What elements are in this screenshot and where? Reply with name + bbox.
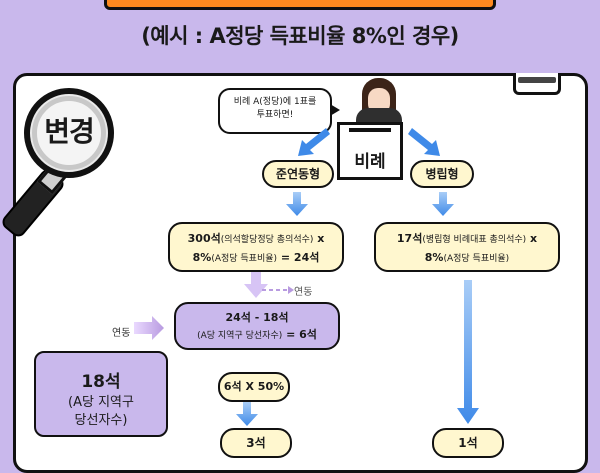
- deduction-box: 24석 - 18석 (A당 지역구 당선자수) = 6석: [174, 302, 340, 350]
- arrow-link-right: [134, 316, 164, 340]
- parallel-formula: 17석(병립형 비례대표 총의석수) x 8%(A정당 득표비율): [374, 222, 560, 272]
- ballot-slot: [349, 128, 391, 132]
- district-seats-box: 18석 (A당 지역구 당선자수): [34, 351, 168, 437]
- semi-linked-formula-line-1: 300석(의석할당정당 총의석수) x: [187, 232, 325, 245]
- card-tab-bar: [518, 77, 556, 83]
- semi-linked-formula: 300석(의석할당정당 총의석수) x 8%(A정당 득표비율) = 24석: [168, 222, 344, 272]
- link-label-top: 연동: [294, 287, 313, 298]
- deduction-line-2: (A당 지역구 당선자수) = 6석: [197, 328, 317, 341]
- arrow-to-parallel: [408, 128, 440, 156]
- semi-linked-formula-line-2: 8%(A정당 득표비율) = 24석: [192, 251, 320, 264]
- title-banner: [104, 0, 496, 10]
- ballot-box-label: 비례: [354, 152, 386, 172]
- half-ratio-box: 6석 X 50%: [218, 372, 290, 402]
- voter-face: [368, 88, 390, 114]
- parallel-formula-line-2: 8%(A정당 득표비율): [424, 251, 510, 264]
- change-badge-label: 변경: [44, 115, 95, 148]
- parallel-result: 1석: [432, 428, 504, 458]
- arrow-right-1: [432, 192, 454, 216]
- speech-bubble-tail: [330, 104, 340, 116]
- district-seats-value: 18석: [81, 372, 121, 392]
- semi-linked-label: 준연동형: [262, 160, 334, 188]
- magnifier-lens: [32, 96, 106, 170]
- speech-line-1: 비례 A(정당)에 1표를: [233, 97, 317, 107]
- arrow-left-4: [236, 402, 258, 426]
- arrow-link-down: [244, 272, 268, 298]
- arrow-left-1: [286, 192, 308, 216]
- speech-bubble: 비례 A(정당)에 1표를 투표하면!: [218, 88, 332, 134]
- arrow-to-semi-linked: [298, 128, 330, 156]
- semi-linked-result: 3석: [220, 428, 292, 458]
- district-seats-line-3: 당선자수): [74, 413, 128, 428]
- link-label-left: 연동: [112, 328, 131, 339]
- district-seats-line-2: (A당 지역구: [68, 395, 134, 410]
- page-subtitle: (예시 : A정당 득표비율 8%인 경우): [141, 24, 459, 48]
- deduction-line-1: 24석 - 18석: [225, 311, 289, 324]
- speech-line-2: 투표하면!: [256, 110, 294, 120]
- parallel-label: 병립형: [410, 160, 474, 188]
- arrow-right-long: [457, 280, 479, 424]
- parallel-formula-line-1: 17석(병립형 비례대표 총의석수) x: [396, 232, 538, 245]
